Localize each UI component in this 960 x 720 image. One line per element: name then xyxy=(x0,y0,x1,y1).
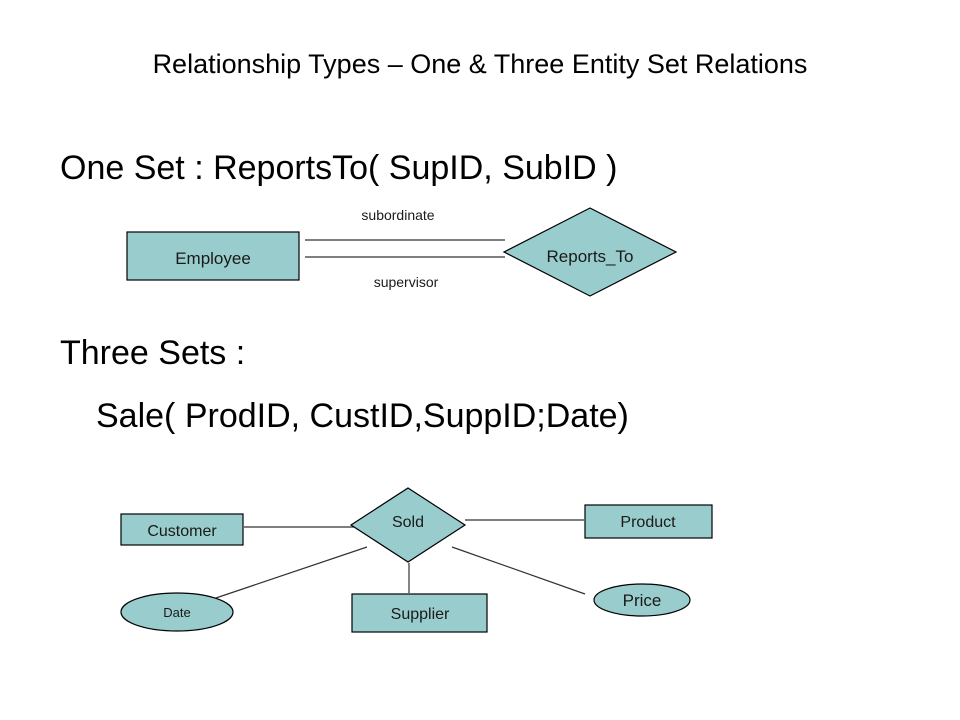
supplier-entity-label: Supplier xyxy=(391,606,450,623)
reports-to-relationship xyxy=(502,207,678,297)
price-attribute-label: Price xyxy=(623,591,662,610)
one-set-heading: One Set : ReportsTo( SupID, SubID ) xyxy=(60,149,618,187)
reports-to-diagram: Employee Reports_To subordinate supervis… xyxy=(126,207,678,297)
price-attribute xyxy=(593,583,691,617)
subordinate-role-label: subordinate xyxy=(361,207,434,223)
sale-relation-heading: Sale( ProdID, CustID,SuppID;Date) xyxy=(96,397,629,435)
date-attribute xyxy=(120,592,234,632)
supervisor-role-label: supervisor xyxy=(374,274,439,290)
employee-entity xyxy=(126,231,300,281)
customer-entity-label: Customer xyxy=(147,523,217,540)
price-link xyxy=(451,546,586,595)
product-entity-label: Product xyxy=(620,514,676,531)
reports-to-relationship-label: Reports_To xyxy=(547,247,634,266)
sold-diagram: Sold Customer Product Supplier Date Pric… xyxy=(120,487,713,633)
sold-relationship xyxy=(349,487,467,563)
date-link xyxy=(209,546,368,601)
product-entity xyxy=(584,504,713,539)
employee-entity-label: Employee xyxy=(175,249,251,268)
customer-entity xyxy=(120,513,244,546)
three-sets-heading: Three Sets : xyxy=(60,334,246,372)
sold-relationship-label: Sold xyxy=(392,514,424,531)
date-attribute-label: Date xyxy=(163,605,190,620)
supplier-entity xyxy=(351,593,488,633)
slide-title: Relationship Types – One & Three Entity … xyxy=(152,49,808,79)
